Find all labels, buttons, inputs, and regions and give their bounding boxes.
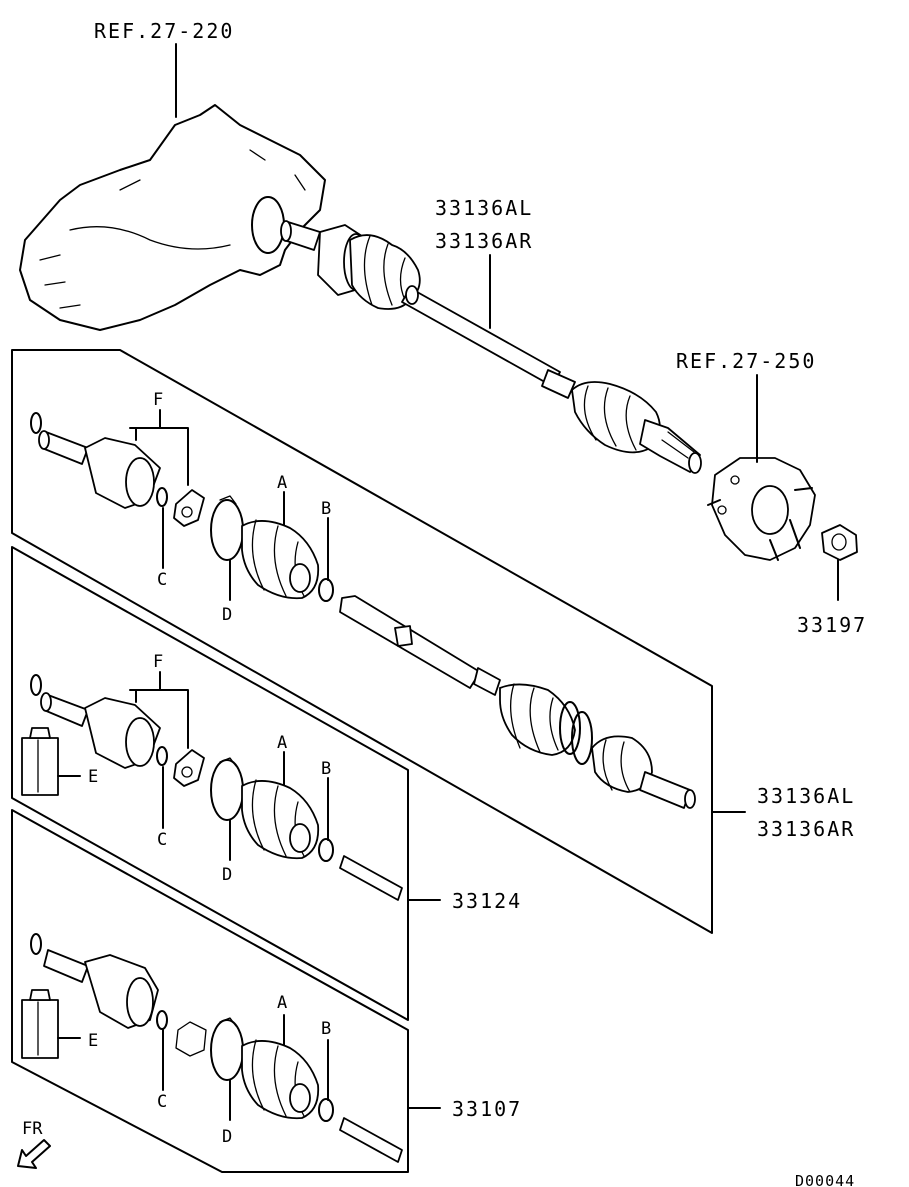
front-direction-indicator: FR — [17, 1119, 51, 1169]
drawing-number: D00044 — [795, 1172, 855, 1187]
set-part-r-label: 33136AR — [757, 817, 855, 841]
inner-kit-boot — [210, 757, 403, 901]
hub-nut — [821, 524, 858, 561]
set-frame — [11, 349, 713, 934]
set-callout-a: A — [277, 473, 287, 493]
inner-callout-a: A — [277, 733, 287, 753]
outer-callout-a: A — [277, 993, 287, 1013]
set-callout-f: F — [153, 390, 163, 410]
outer-callout-d: D — [222, 1127, 232, 1147]
ref-hub-label: REF.27-250 — [676, 349, 816, 373]
shaft-part-l-label: 33136AL — [435, 196, 533, 220]
inner-callout-b: B — [321, 759, 331, 779]
outer-kit-boot — [210, 1017, 403, 1163]
set-callout-c: C — [157, 570, 167, 590]
outer-kit-callouts: C D A B E — [57, 993, 331, 1147]
outer-callout-b: B — [321, 1019, 331, 1039]
outer-kit-joint — [30, 933, 207, 1057]
inner-kit-frame — [11, 546, 409, 1021]
set-callout-b: B — [321, 499, 331, 519]
wheel-hub — [707, 457, 816, 561]
nut-part-label: 33197 — [797, 613, 867, 637]
outer-kit-label: 33107 — [452, 1097, 522, 1121]
set-callout-d: D — [222, 605, 232, 625]
outer-callout-c: C — [157, 1092, 167, 1112]
inner-kit-label: 33124 — [452, 889, 522, 913]
front-label: FR — [22, 1119, 43, 1139]
inner-callout-d: D — [222, 865, 232, 885]
inner-kit-callouts: F C D A B E — [57, 652, 331, 885]
set-part-l-label: 33136AL — [757, 784, 855, 808]
set-shaft-assembly — [339, 595, 696, 809]
outer-callout-e: E — [88, 1031, 98, 1051]
inner-kit-joint — [30, 674, 205, 787]
complete-driveshaft — [280, 220, 702, 474]
ref-transmission-label: REF.27-220 — [94, 19, 234, 43]
outer-kit-frame — [11, 809, 409, 1173]
inner-kit-grease — [21, 727, 59, 796]
outer-kit-grease — [21, 989, 59, 1059]
inner-callout-e: E — [88, 767, 98, 787]
set-callouts: F C D A B — [129, 390, 331, 625]
set-inner-joint — [30, 412, 205, 527]
inner-callout-c: C — [157, 830, 167, 850]
transmission-case — [19, 104, 326, 331]
shaft-part-r-label: 33136AR — [435, 229, 533, 253]
front-arrow-icon — [17, 1139, 51, 1169]
set-bands-boot — [210, 495, 334, 602]
inner-callout-f: F — [153, 652, 163, 672]
